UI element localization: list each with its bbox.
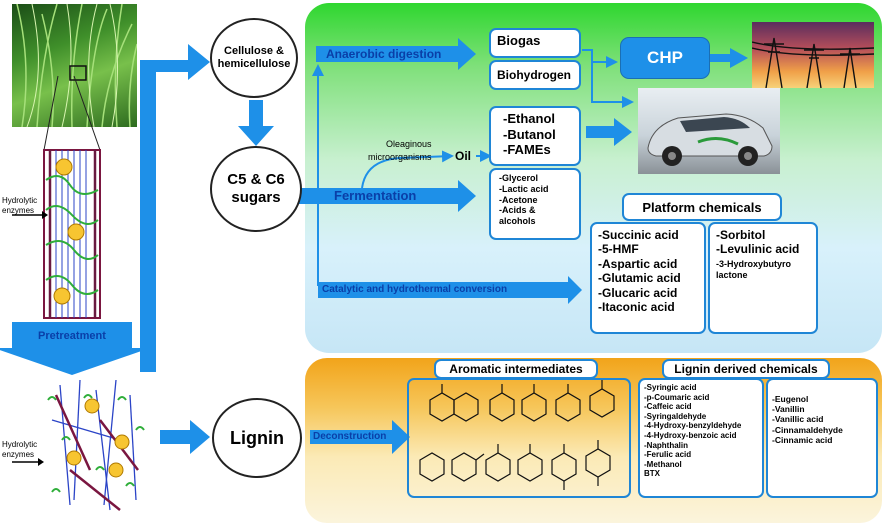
lignin-item: -Methanol — [644, 459, 682, 469]
power-lines-photo — [752, 22, 874, 88]
lignin-label: Lignin — [230, 427, 284, 448]
lignin-col1-box: -Syringic acid -p-Coumaric acid -Caffeic… — [638, 378, 764, 498]
lignin-item: -4-Hydroxy-benzyldehyde — [644, 421, 742, 431]
lignin-item: -Naphthalin — [644, 440, 688, 450]
fuel-item: -Butanol — [503, 126, 556, 142]
biohydrogen-box: Biohydrogen — [489, 60, 581, 90]
aromatic-title: Aromatic intermediates — [449, 362, 583, 376]
pretreatment-label: Pretreatment — [38, 330, 106, 342]
hydrolytic-enzymes-label-1: Hydrolytic enzymes — [2, 196, 38, 215]
lignin-item: -Cinnamic acid — [772, 434, 833, 445]
aromatic-structures-box — [407, 378, 631, 498]
hydrolytic-enzymes-label-2: Hydrolytic enzymes — [2, 440, 38, 459]
platform-item: -5-HMF — [598, 242, 639, 257]
platform-item-small: lactone — [716, 269, 748, 280]
platform-item: -Levulinic acid — [716, 242, 800, 257]
platform-item: -Aspartic acid — [598, 256, 678, 271]
lignin-item: -Vanillin — [772, 404, 805, 415]
grass-photo — [12, 4, 137, 127]
lignin-item: -Ferulic acid — [644, 450, 692, 460]
other-product-item: -Glycerol — [499, 173, 539, 183]
lignin-node: Lignin — [212, 398, 302, 478]
sugars-node: C5 & C6 sugars — [210, 146, 302, 232]
lignin-item: -Caffeic acid — [644, 402, 692, 412]
oil-label: Oil — [455, 149, 472, 163]
lignin-item: -Cinnamaldehyde — [772, 424, 843, 435]
platform-title-box: Platform chemicals — [622, 193, 782, 221]
other-product-item: -Acetone — [499, 194, 538, 205]
platform-col2-box: -Sorbitol -Levulinic acid -3-Hydroxybuty… — [708, 222, 818, 334]
deconstruction-label: Deconstruction — [313, 431, 387, 442]
pretreated-biomass-schematic — [44, 375, 145, 515]
platform-item: -Glucaric acid — [598, 285, 678, 300]
other-product-item: -Acids & — [499, 205, 536, 216]
chp-label: CHP — [647, 48, 683, 67]
platform-item: -Glutamic acid — [598, 271, 681, 286]
fuel-item: -Ethanol — [503, 111, 555, 126]
cell-wall-schematic — [43, 149, 101, 319]
fuels-box: -Ethanol -Butanol -FAMEs — [489, 106, 581, 166]
chp-box: CHP — [621, 38, 709, 78]
lignin-item: -Vanillic acid — [772, 414, 824, 425]
biogas-label: Biogas — [497, 33, 541, 48]
lignin-item: -p-Coumaric acid — [644, 392, 710, 402]
platform-col1-box: -Succinic acid -5-HMF -Aspartic acid -Gl… — [590, 222, 706, 334]
cellulose-node: Cellulose & hemicellulose — [210, 18, 298, 98]
lignin-item: BTX — [644, 469, 660, 479]
other-product-item: alcohols — [499, 216, 536, 227]
catalytic-conversion-label: Catalytic and hydrothermal conversion — [322, 284, 508, 295]
fuel-item: -FAMEs — [503, 142, 551, 158]
other-product-item: -Lactic acid — [499, 183, 549, 194]
car-photo — [638, 88, 780, 174]
cellulose-label: Cellulose & hemicellulose — [217, 44, 291, 70]
platform-item: -Itaconic acid — [598, 299, 675, 314]
platform-item-small: -3-Hydroxybutyro — [716, 258, 792, 269]
platform-title: Platform chemicals — [642, 199, 762, 215]
platform-item: -Succinic acid — [598, 228, 679, 242]
fermentation-label: Fermentation — [334, 188, 417, 203]
lignin-title-box: Lignin derived chemicals — [662, 359, 830, 379]
lignin-item: -4-Hydroxy-benzoic acid — [644, 430, 737, 440]
platform-item: -Sorbitol — [716, 228, 766, 242]
lignin-item: -Eugenol — [772, 394, 809, 404]
aromatic-title-box: Aromatic intermediates — [434, 359, 598, 379]
lignin-col2-box: -Eugenol -Vanillin -Vanillic acid -Cinna… — [766, 378, 878, 498]
lignin-item: -Syringaldehyde — [644, 411, 707, 421]
sugars-label: C5 & C6 sugars — [227, 171, 285, 206]
aromatic-structures — [419, 378, 615, 490]
oleaginous-label: Oleaginous microorganisms — [368, 139, 432, 162]
lignin-chem-title: Lignin derived chemicals — [674, 362, 818, 376]
lignin-item: -Syringic acid — [644, 383, 697, 392]
biohydrogen-label: Biohydrogen — [497, 68, 571, 82]
biogas-box: Biogas — [489, 28, 581, 58]
other-products-box: -Glycerol -Lactic acid -Acetone -Acids &… — [489, 168, 581, 240]
anaerobic-digestion-label: Anaerobic digestion — [326, 47, 442, 61]
